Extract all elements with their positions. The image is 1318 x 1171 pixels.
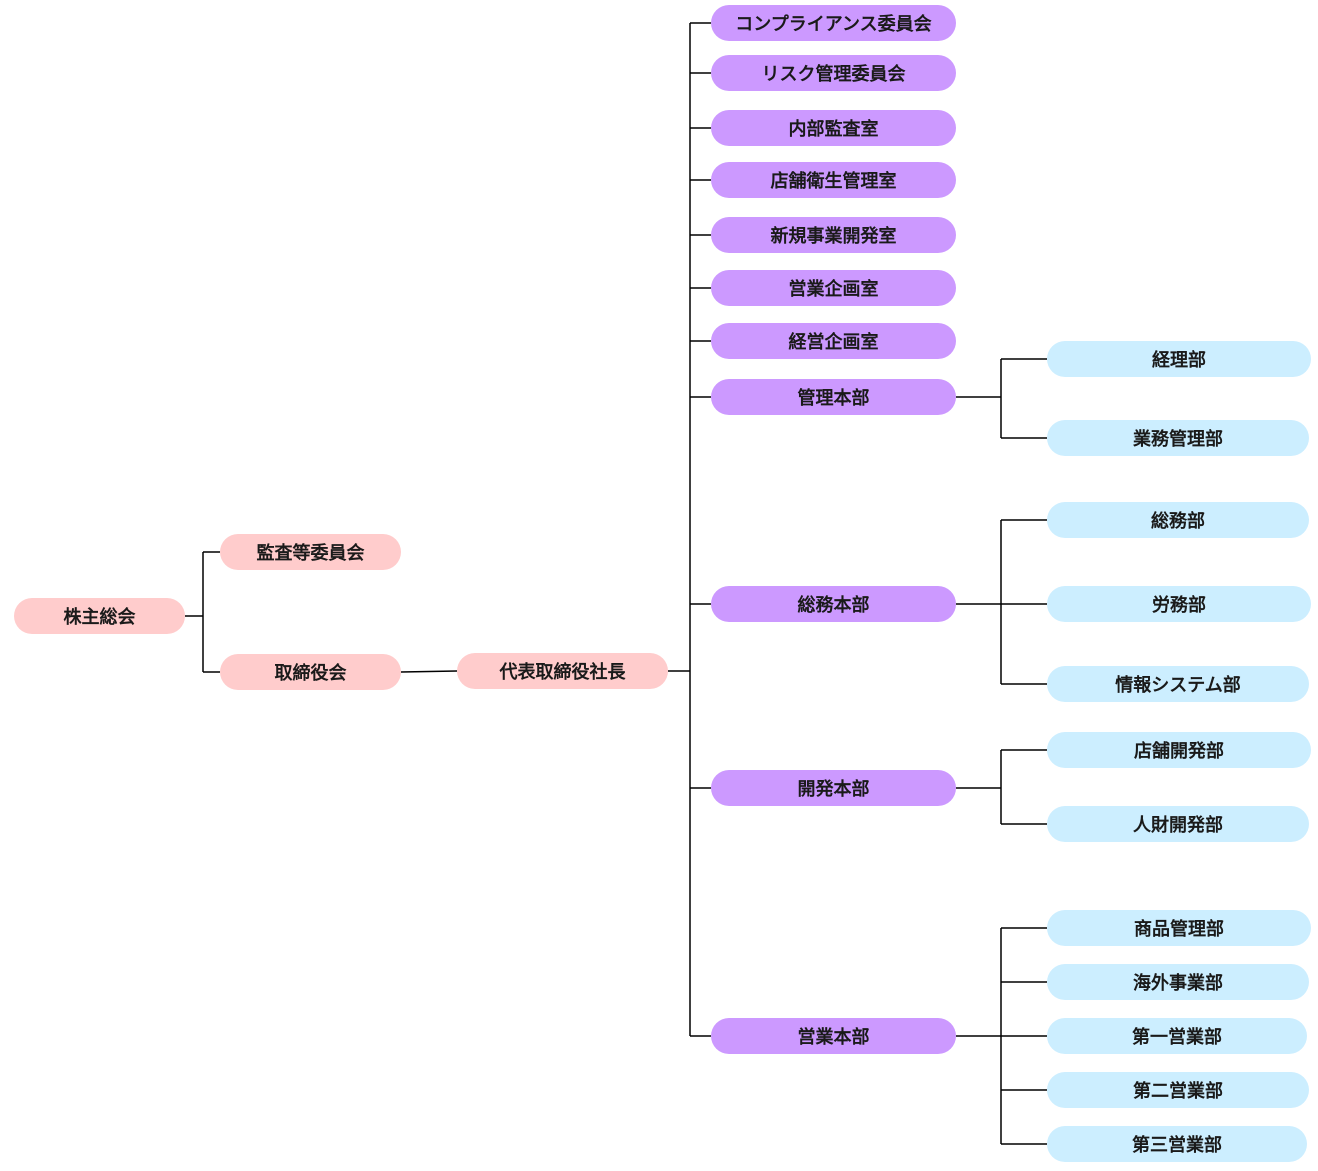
node-corporate-planning-office: 経営企画室 <box>711 323 956 359</box>
node-accounting-dept: 経理部 <box>1047 341 1311 377</box>
connector-line <box>400 670 458 673</box>
node-third-sales-dept: 第三営業部 <box>1047 1126 1307 1162</box>
node-president: 代表取締役社長 <box>457 653 668 689</box>
node-first-sales-dept: 第一営業部 <box>1047 1018 1307 1054</box>
node-audit-committee: 監査等委員会 <box>220 534 401 570</box>
node-overseas-business-dept: 海外事業部 <box>1047 964 1309 1000</box>
node-merchandise-management-dept: 商品管理部 <box>1047 910 1311 946</box>
node-board-of-directors: 取締役会 <box>220 654 401 690</box>
node-sales-planning-office: 営業企画室 <box>711 270 956 306</box>
node-shareholders-meeting: 株主総会 <box>14 598 185 634</box>
node-compliance-committee: コンプライアンス委員会 <box>711 5 956 41</box>
node-store-development-dept: 店舗開発部 <box>1047 732 1311 768</box>
node-information-systems-dept: 情報システム部 <box>1047 666 1309 702</box>
node-general-affairs-division: 総務本部 <box>711 586 956 622</box>
node-new-business-office: 新規事業開発室 <box>711 217 956 253</box>
node-store-hygiene-office: 店舗衛生管理室 <box>711 162 956 198</box>
node-human-resources-dept: 人財開発部 <box>1047 806 1309 842</box>
node-internal-audit-office: 内部監査室 <box>711 110 956 146</box>
node-operations-management-dept: 業務管理部 <box>1047 420 1309 456</box>
node-development-division: 開発本部 <box>711 770 956 806</box>
node-general-affairs-dept: 総務部 <box>1047 502 1309 538</box>
node-administration-division: 管理本部 <box>711 379 956 415</box>
node-second-sales-dept: 第二営業部 <box>1047 1072 1309 1108</box>
node-risk-management-committee: リスク管理委員会 <box>711 55 956 91</box>
node-labor-affairs-dept: 労務部 <box>1047 586 1311 622</box>
node-sales-division: 営業本部 <box>711 1018 956 1054</box>
